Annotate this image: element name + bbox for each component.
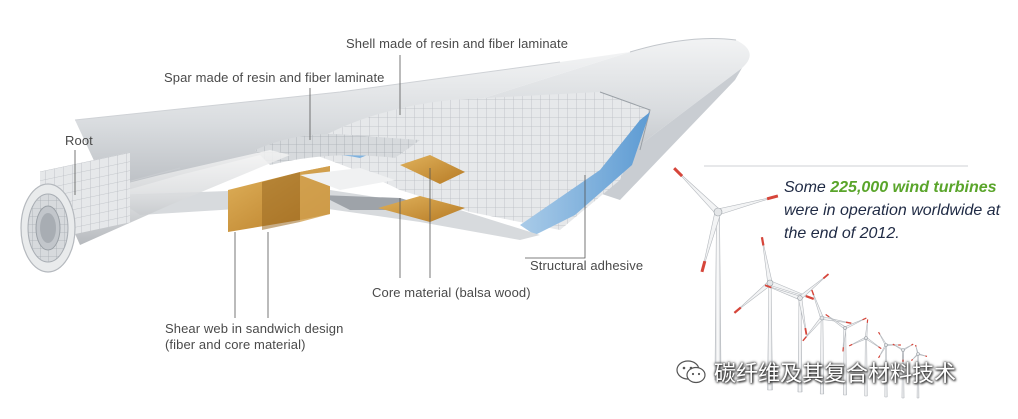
label-spar: Spar made of resin and fiber laminate (164, 70, 385, 85)
watermark: 碳纤维及其复合材料技术 (676, 357, 956, 387)
turbine-caption: Some 225,000 wind turbines were in opera… (784, 176, 1014, 245)
watermark-text: 碳纤维及其复合材料技术 (714, 356, 956, 388)
caption-pre: Some (784, 179, 830, 196)
label-core: Core material (balsa wood) (372, 285, 531, 300)
caption-line2: were in operation worldwide at (784, 199, 1014, 222)
label-shell: Shell made of resin and fiber laminate (346, 36, 568, 51)
caption-line3: the end of 2012. (784, 222, 1014, 245)
wind-turbine (674, 168, 778, 380)
label-adhesive: Structural adhesive (530, 258, 643, 273)
wechat-icon (676, 359, 706, 385)
label-shear-line1: Shear web in sandwich design (165, 321, 343, 336)
label-shear-line2: (fiber and core material) (165, 337, 306, 352)
label-root: Root (65, 133, 93, 148)
caption-highlight: 225,000 wind turbines (830, 179, 996, 196)
